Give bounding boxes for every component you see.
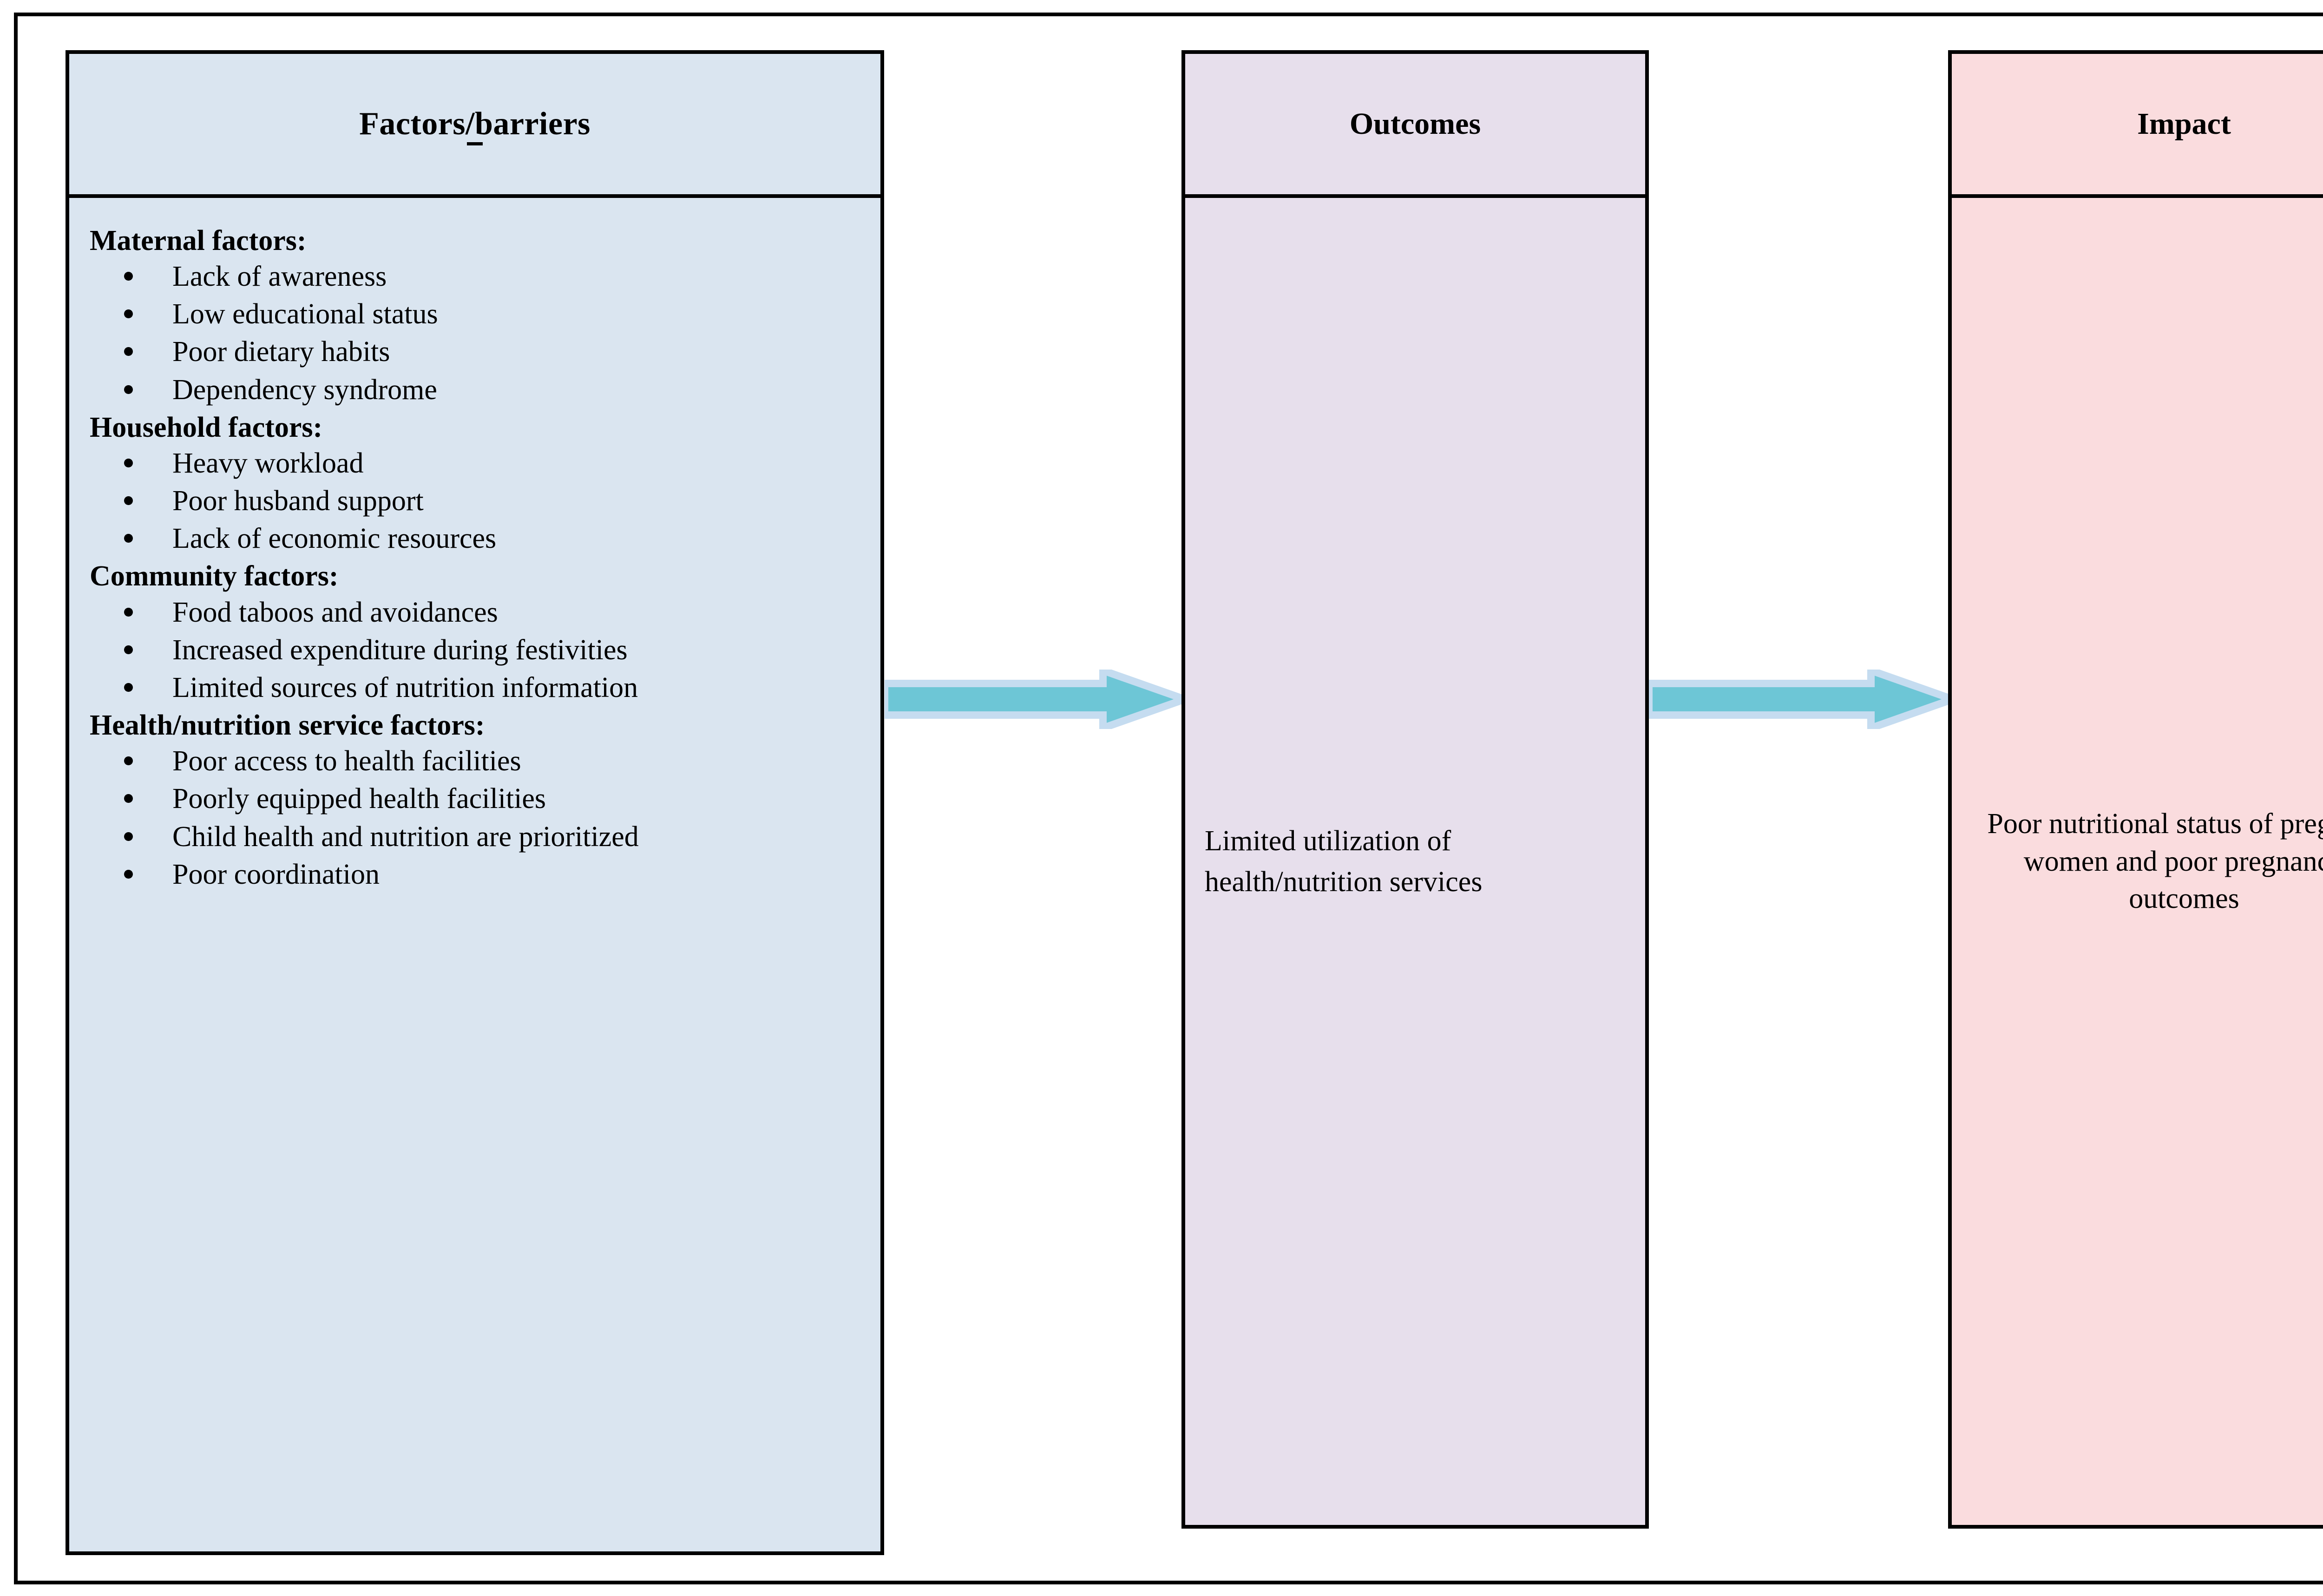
bullet-dot-icon [124, 869, 133, 879]
bullet-dot-icon [124, 496, 133, 506]
column-body-factors-barriers: Maternal factors: Lack of awareness Low … [69, 198, 880, 1551]
list-item: Limited sources of nutrition information [90, 671, 862, 705]
bullet-dot-icon [124, 756, 133, 766]
list-item: Child health and nutrition are prioritiz… [90, 820, 862, 854]
list-item: Poor dietary habits [90, 335, 862, 369]
list-item-label: Poor coordination [172, 858, 380, 890]
group-heading-household: Household factors: [90, 411, 323, 443]
list-item: Food taboos and avoidances [90, 596, 862, 630]
list-item-label: Food taboos and avoidances [172, 596, 498, 628]
list-item-label: Lack of awareness [172, 261, 387, 293]
group-list-community: Food taboos and avoidances Increased exp… [90, 596, 862, 705]
column-impact: Impact Poor nutritional status of pregna… [1948, 50, 2323, 1529]
list-item: Dependency syndrome [90, 373, 862, 407]
group-heading-health-nutrition-service: Health/nutrition service factors: [90, 709, 485, 742]
outcomes-body-text: Limited utilization of health/nutrition … [1205, 825, 1483, 898]
column-outcomes: Outcomes Limited utilization of health/n… [1181, 50, 1649, 1529]
list-item: Lack of economic resources [90, 522, 862, 556]
list-item-label: Lack of economic resources [172, 523, 497, 555]
title-slash-underline [466, 142, 483, 145]
arrow-factors-to-outcomes-icon [885, 670, 1186, 729]
column-header-factors-barriers: Factors/barriers [69, 54, 880, 198]
list-item-label: Dependency syndrome [172, 374, 437, 406]
group-list-health-nutrition-service: Poor access to health facilities Poorly … [90, 744, 862, 892]
bullet-dot-icon [124, 794, 133, 803]
diagram-frame: Factors/barriers Maternal factors: Lack … [14, 13, 2323, 1584]
list-item-label: Increased expenditure during festivities [172, 634, 628, 666]
column-body-outcomes: Limited utilization of health/nutrition … [1185, 198, 1645, 1525]
bullet-dot-icon [124, 309, 133, 319]
list-item-label: Poor dietary habits [172, 336, 390, 368]
list-item-label: Low educational status [172, 298, 438, 330]
list-item-label: Child health and nutrition are prioritiz… [172, 821, 639, 853]
list-item-label: Heavy workload [172, 447, 364, 479]
bullet-dot-icon [124, 645, 133, 654]
group-heading-community: Community factors: [90, 560, 339, 592]
column-factors-barriers: Factors/barriers Maternal factors: Lack … [66, 50, 884, 1555]
bullet-dot-icon [124, 607, 133, 617]
factors-barriers-title: Factors/barriers [359, 105, 591, 145]
list-item: Low educational status [90, 297, 862, 331]
group-list-household: Heavy workload Poor husband support Lack… [90, 447, 862, 556]
column-body-impact: Poor nutritional status of pregnant wome… [1952, 198, 2323, 1525]
column-header-outcomes: Outcomes [1185, 54, 1645, 198]
bullet-dot-icon [124, 832, 133, 841]
arrow-outcomes-to-impact-icon [1649, 670, 1954, 729]
list-item-label: Poor husband support [172, 485, 424, 517]
group-heading-maternal: Maternal factors: [90, 225, 307, 256]
bullet-dot-icon [124, 458, 133, 467]
list-item-label: Poorly equipped health facilities [172, 783, 546, 815]
list-item: Lack of awareness [90, 260, 862, 294]
factors-barriers-title-text: Factors/barriers [359, 106, 591, 142]
group-list-maternal: Lack of awareness Low educational status… [90, 260, 862, 407]
outcomes-title: Outcomes [1349, 107, 1481, 141]
bullet-dot-icon [124, 272, 133, 281]
list-item: Poor husband support [90, 484, 862, 518]
impact-title: Impact [2137, 107, 2231, 141]
bullet-dot-icon [124, 385, 133, 394]
bullet-dot-icon [124, 534, 133, 543]
impact-body-text: Poor nutritional status of pregnant wome… [1987, 808, 2323, 915]
list-item: Heavy workload [90, 447, 862, 480]
list-item: Poor coordination [90, 858, 862, 892]
list-item: Poor access to health facilities [90, 744, 862, 778]
list-item: Poorly equipped health facilities [90, 782, 862, 816]
list-item-label: Poor access to health facilities [172, 745, 521, 777]
bullet-dot-icon [124, 683, 133, 692]
list-item-label: Limited sources of nutrition information [172, 671, 638, 703]
column-header-impact: Impact [1952, 54, 2323, 198]
list-item: Increased expenditure during festivities [90, 633, 862, 667]
bullet-dot-icon [124, 347, 133, 356]
